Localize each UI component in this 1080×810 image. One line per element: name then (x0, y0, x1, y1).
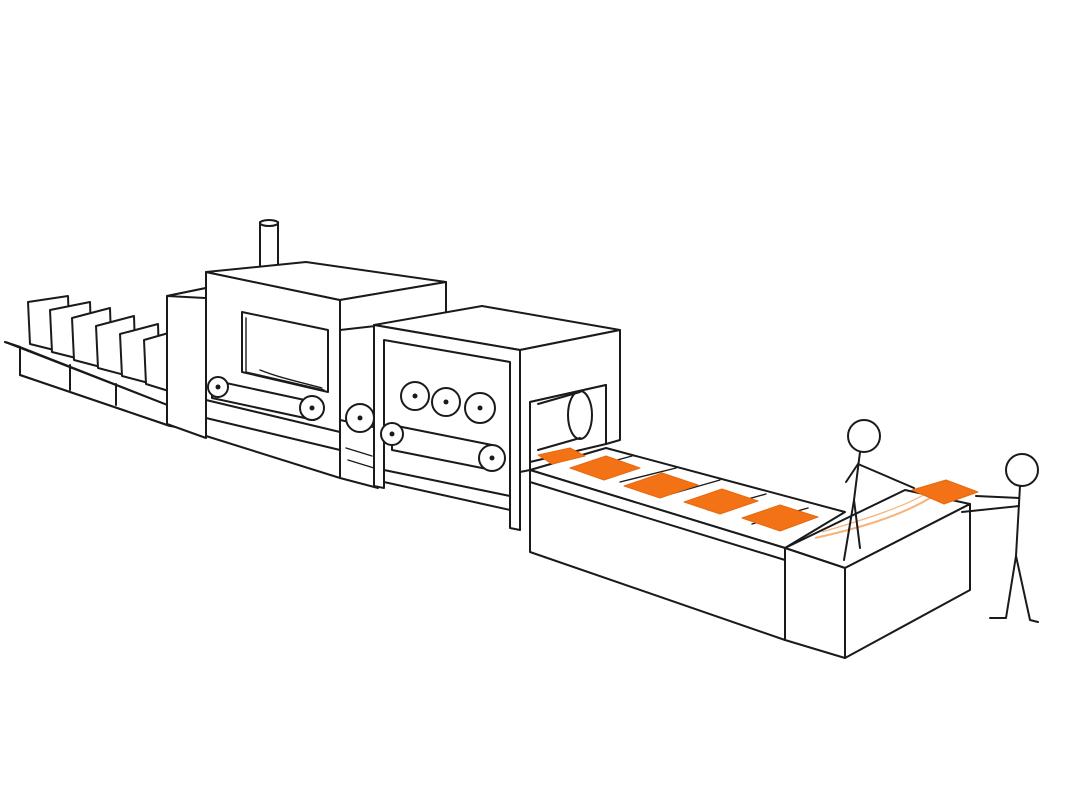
exit-drum (567, 390, 593, 440)
conveyor-sheet-1 (569, 455, 641, 481)
worker-2 (961, 453, 1039, 623)
conveyor-sheet-3 (683, 488, 759, 515)
paper-feeder-stacks (4, 295, 209, 433)
collection-table (784, 489, 971, 659)
worker-1 (843, 419, 915, 561)
transfer-section (339, 403, 379, 489)
conveyor-sheet-0 (537, 447, 586, 465)
roller-press-machine (373, 305, 621, 531)
coating-machine (166, 219, 447, 479)
worker-1-head (847, 419, 881, 453)
worker-2-head (1005, 453, 1039, 487)
held-sheet (911, 479, 979, 505)
exhaust-chimney (259, 221, 279, 269)
conveyor-sheet-2 (623, 472, 699, 499)
sheet-motion-trail (814, 497, 931, 539)
output-conveyor (529, 447, 846, 641)
conveyor-sheet-4 (741, 504, 819, 532)
